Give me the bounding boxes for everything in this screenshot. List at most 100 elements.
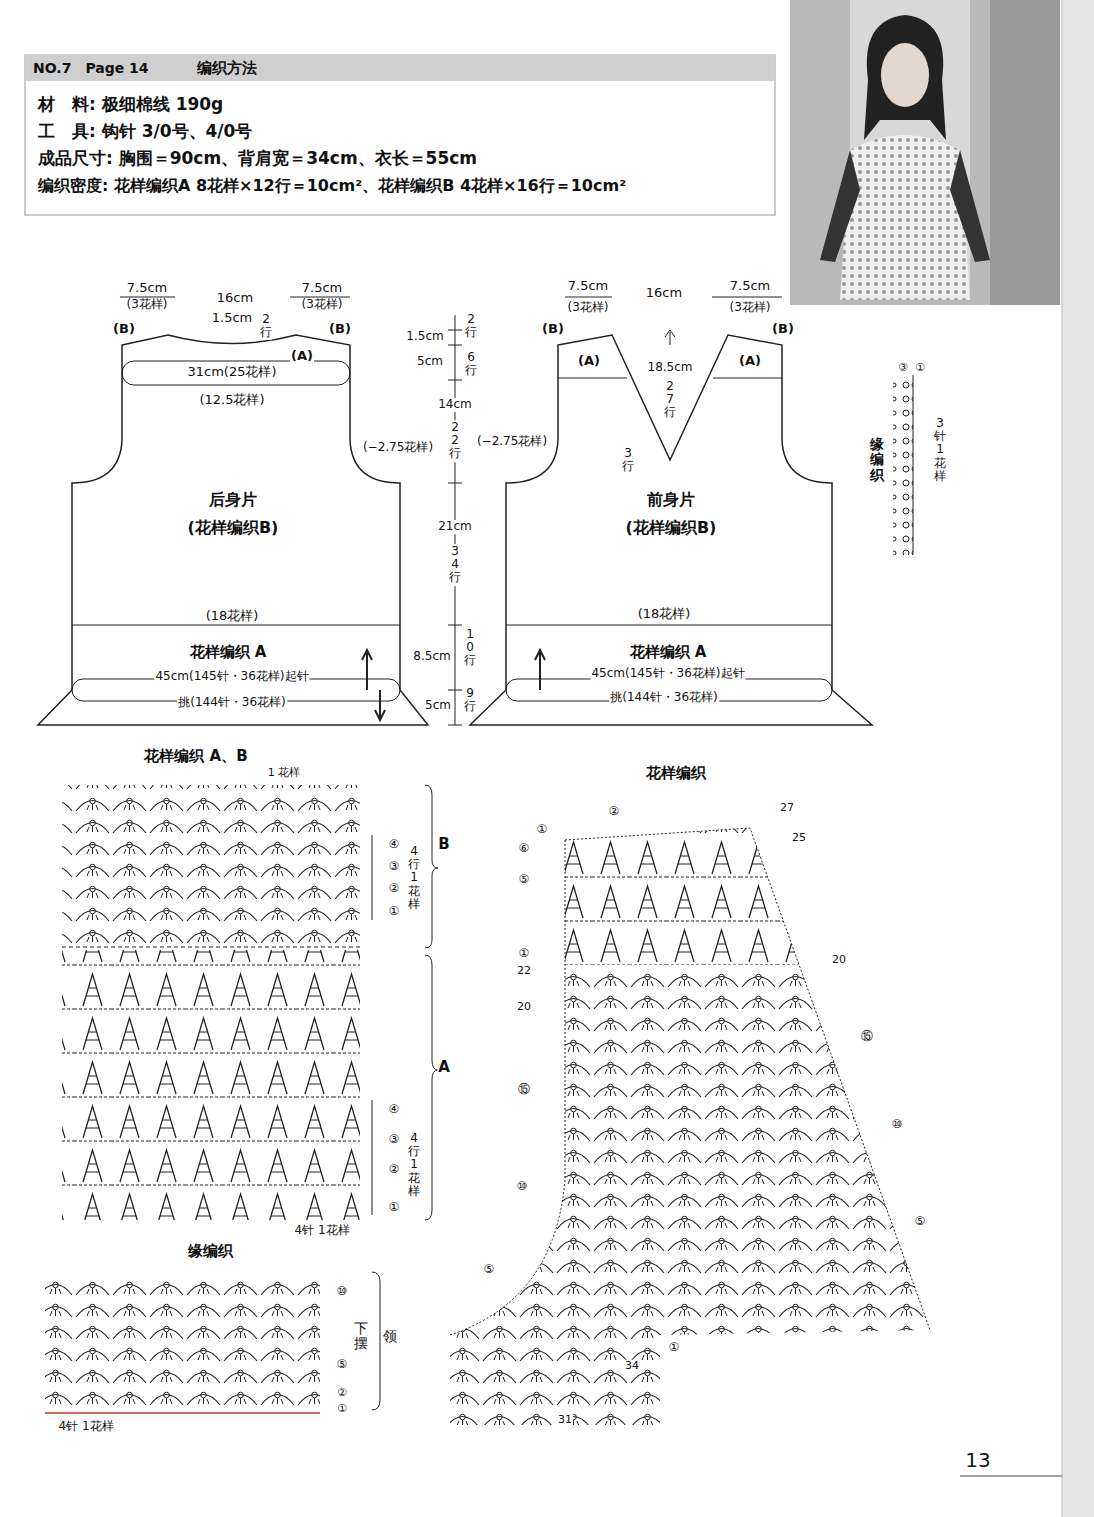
- dimension-label: ⑤: [518, 873, 531, 887]
- vertical-label: 2行: [260, 312, 272, 340]
- dimension-label: 20: [831, 954, 847, 967]
- dimension-label: (12.5花样): [198, 393, 265, 408]
- vertical-label: 22行: [449, 420, 461, 462]
- dimension-label: 4针 1花样: [293, 1224, 350, 1238]
- dimension-label: ④: [388, 1103, 401, 1117]
- dimension-label: 7.5cm: [729, 279, 772, 294]
- dimension-label: 45cm(145针・36花样)起针: [590, 667, 745, 681]
- dimension-label: (B): [771, 322, 795, 337]
- dimension-label: 花样编织 A、B: [143, 748, 248, 765]
- dimension-label: 材 料: 极细棉线 190g: [37, 95, 224, 115]
- node-text: 编织方法: [197, 59, 257, 78]
- vertical-label: 34行: [449, 544, 461, 586]
- dimension-label: 45cm(145针・36花样)起针: [154, 670, 309, 684]
- vertical-label: 27行: [664, 379, 676, 421]
- header-band: NO.7 Page 14 编织方法: [25, 55, 775, 81]
- dimension-label: 7.5cm: [567, 279, 610, 294]
- dimension-label: ⑮: [860, 1030, 874, 1044]
- dimension-label: 20: [516, 1001, 532, 1014]
- dimension-label: ①: [536, 823, 549, 837]
- dimension-label: 挑(144针・36花样): [177, 696, 287, 710]
- dimension-label: 缘编织: [187, 1243, 234, 1260]
- dimension-label: 5cm: [416, 355, 444, 369]
- dimension-label: 18.5cm: [646, 361, 693, 375]
- dimension-label: ③: [897, 362, 909, 375]
- dimension-label: ②: [336, 1387, 348, 1400]
- node-text: NO.7: [33, 60, 71, 76]
- dimension-label: 工 具: 钩针 3/0号、4/0号: [37, 122, 253, 142]
- dimension-label: 13: [964, 1449, 991, 1472]
- node-text: (花样编织B): [186, 514, 281, 542]
- dimension-label: ⑩: [516, 1180, 529, 1194]
- vertical-label: 下摆: [354, 1320, 368, 1353]
- node-text: 前身片: [645, 486, 697, 514]
- dimension-label: 31: [557, 1414, 573, 1427]
- dimension-label: 1 花样: [267, 767, 302, 780]
- dimension-label: ③: [388, 1133, 401, 1147]
- dimension-label: (−2.75花样): [362, 441, 434, 455]
- dimension-label: (3花样): [567, 301, 610, 315]
- dimension-label: A: [437, 1059, 451, 1076]
- dimension-label: 14cm: [437, 398, 473, 412]
- vertical-label: 缘编织: [870, 436, 884, 484]
- dimension-label: ①: [518, 947, 531, 961]
- dimension-label: ①: [668, 1341, 681, 1355]
- dimension-label: B: [437, 836, 450, 853]
- dimension-label: ④: [388, 838, 401, 852]
- dimension-label: 7.5cm: [126, 281, 169, 296]
- dimension-label: ⑮: [517, 1083, 531, 1097]
- dimension-label: (A): [738, 354, 762, 369]
- dimension-label: 8.5cm: [412, 650, 451, 664]
- vertical-label: 3针 1花样: [934, 416, 946, 484]
- dimension-label: (B): [328, 322, 352, 337]
- dimension-label: 成品尺寸: 胸围＝90cm、背肩宽＝34cm、衣长＝55cm: [37, 149, 478, 169]
- dimension-label: ①: [336, 1403, 348, 1416]
- dimension-label: (18花样): [205, 609, 260, 624]
- dimension-label: (B): [112, 322, 136, 337]
- dimension-label: 1.5cm: [211, 311, 254, 326]
- dimension-label: (3花样): [729, 301, 772, 315]
- dimension-label: 花样编织 A: [629, 644, 708, 661]
- dimension-label: ⑩: [891, 1118, 904, 1132]
- dimension-label: 花样编织 A: [189, 644, 268, 661]
- dimension-label: ①: [914, 362, 926, 375]
- dimension-label: ⑤: [336, 1358, 349, 1372]
- dimension-label: 31cm(25花样): [186, 365, 277, 380]
- dimension-label: (B): [541, 322, 565, 337]
- dimension-label: (A): [290, 349, 314, 364]
- dimension-label: ⑥: [518, 842, 531, 856]
- dimension-label: ⑤: [483, 1263, 496, 1277]
- vertical-label: 4行1花样: [408, 1131, 420, 1199]
- dimension-label: 27: [779, 802, 795, 815]
- dimension-label: ②: [608, 805, 621, 819]
- vertical-label: 9行: [464, 686, 476, 714]
- dimension-label: ⑩: [336, 1285, 349, 1299]
- dimension-label: ①: [388, 905, 401, 919]
- dimension-label: 领: [382, 1328, 398, 1344]
- vertical-label: 6行: [465, 350, 477, 378]
- dimension-label: 1.5cm: [405, 330, 444, 344]
- vertical-label: 3行: [622, 446, 634, 474]
- vertical-label: 10行: [464, 627, 476, 669]
- dimension-label: 4针 1花样: [57, 1420, 114, 1434]
- dimension-label: 5cm: [424, 699, 452, 713]
- node-text: Page 14: [85, 60, 148, 76]
- dimension-label: ⑤: [914, 1215, 927, 1229]
- dimension-label: 7.5cm: [301, 281, 344, 296]
- dimension-label: 挑(144针・36花样): [609, 691, 719, 705]
- dimension-label: 22: [516, 965, 532, 978]
- vertical-label: 2行: [465, 312, 477, 340]
- dimension-label: (−2.75花样): [476, 435, 548, 449]
- dimension-label: 16cm: [216, 291, 254, 306]
- dimension-label: ②: [388, 882, 401, 896]
- dimension-label: ③: [388, 860, 401, 874]
- node-text: (花样编织B): [624, 514, 719, 542]
- dimension-label: (A): [577, 354, 601, 369]
- dimension-label: (3花样): [301, 298, 344, 312]
- dimension-label: 34: [624, 1360, 640, 1373]
- dimension-label: (18花样): [637, 607, 692, 622]
- dimension-label: 25: [791, 832, 807, 845]
- dimension-label: 编织密度: 花样编织A 8花样×12行＝10cm²、花样编织B 4花样×16行＝…: [37, 177, 627, 195]
- dimension-label: 16cm: [645, 286, 683, 301]
